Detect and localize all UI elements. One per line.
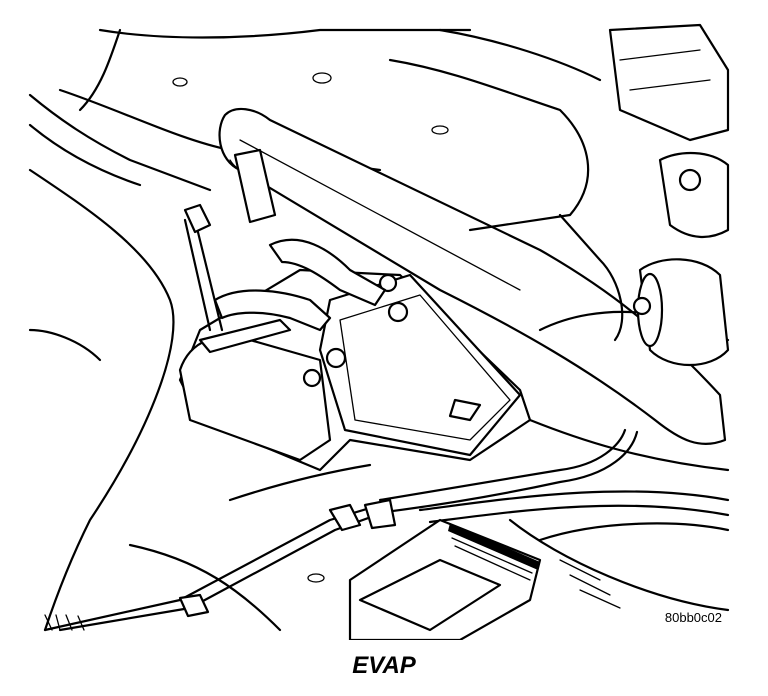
right-upper-components <box>608 23 730 239</box>
evap-hoses <box>183 148 387 354</box>
evap-canister-icon <box>178 268 532 472</box>
tunnel <box>388 28 624 342</box>
vehicle-underbody-icon <box>28 28 472 632</box>
heat-shield <box>348 518 542 640</box>
figure-code: 80bb0c02 <box>664 610 722 625</box>
fuel-lines <box>43 428 730 632</box>
fuel-tank <box>508 258 730 612</box>
lower-left-edge <box>44 614 85 631</box>
evap-underbody-illustration <box>28 23 730 640</box>
figure-caption: EVAP <box>352 652 416 679</box>
crossmember <box>218 107 727 445</box>
